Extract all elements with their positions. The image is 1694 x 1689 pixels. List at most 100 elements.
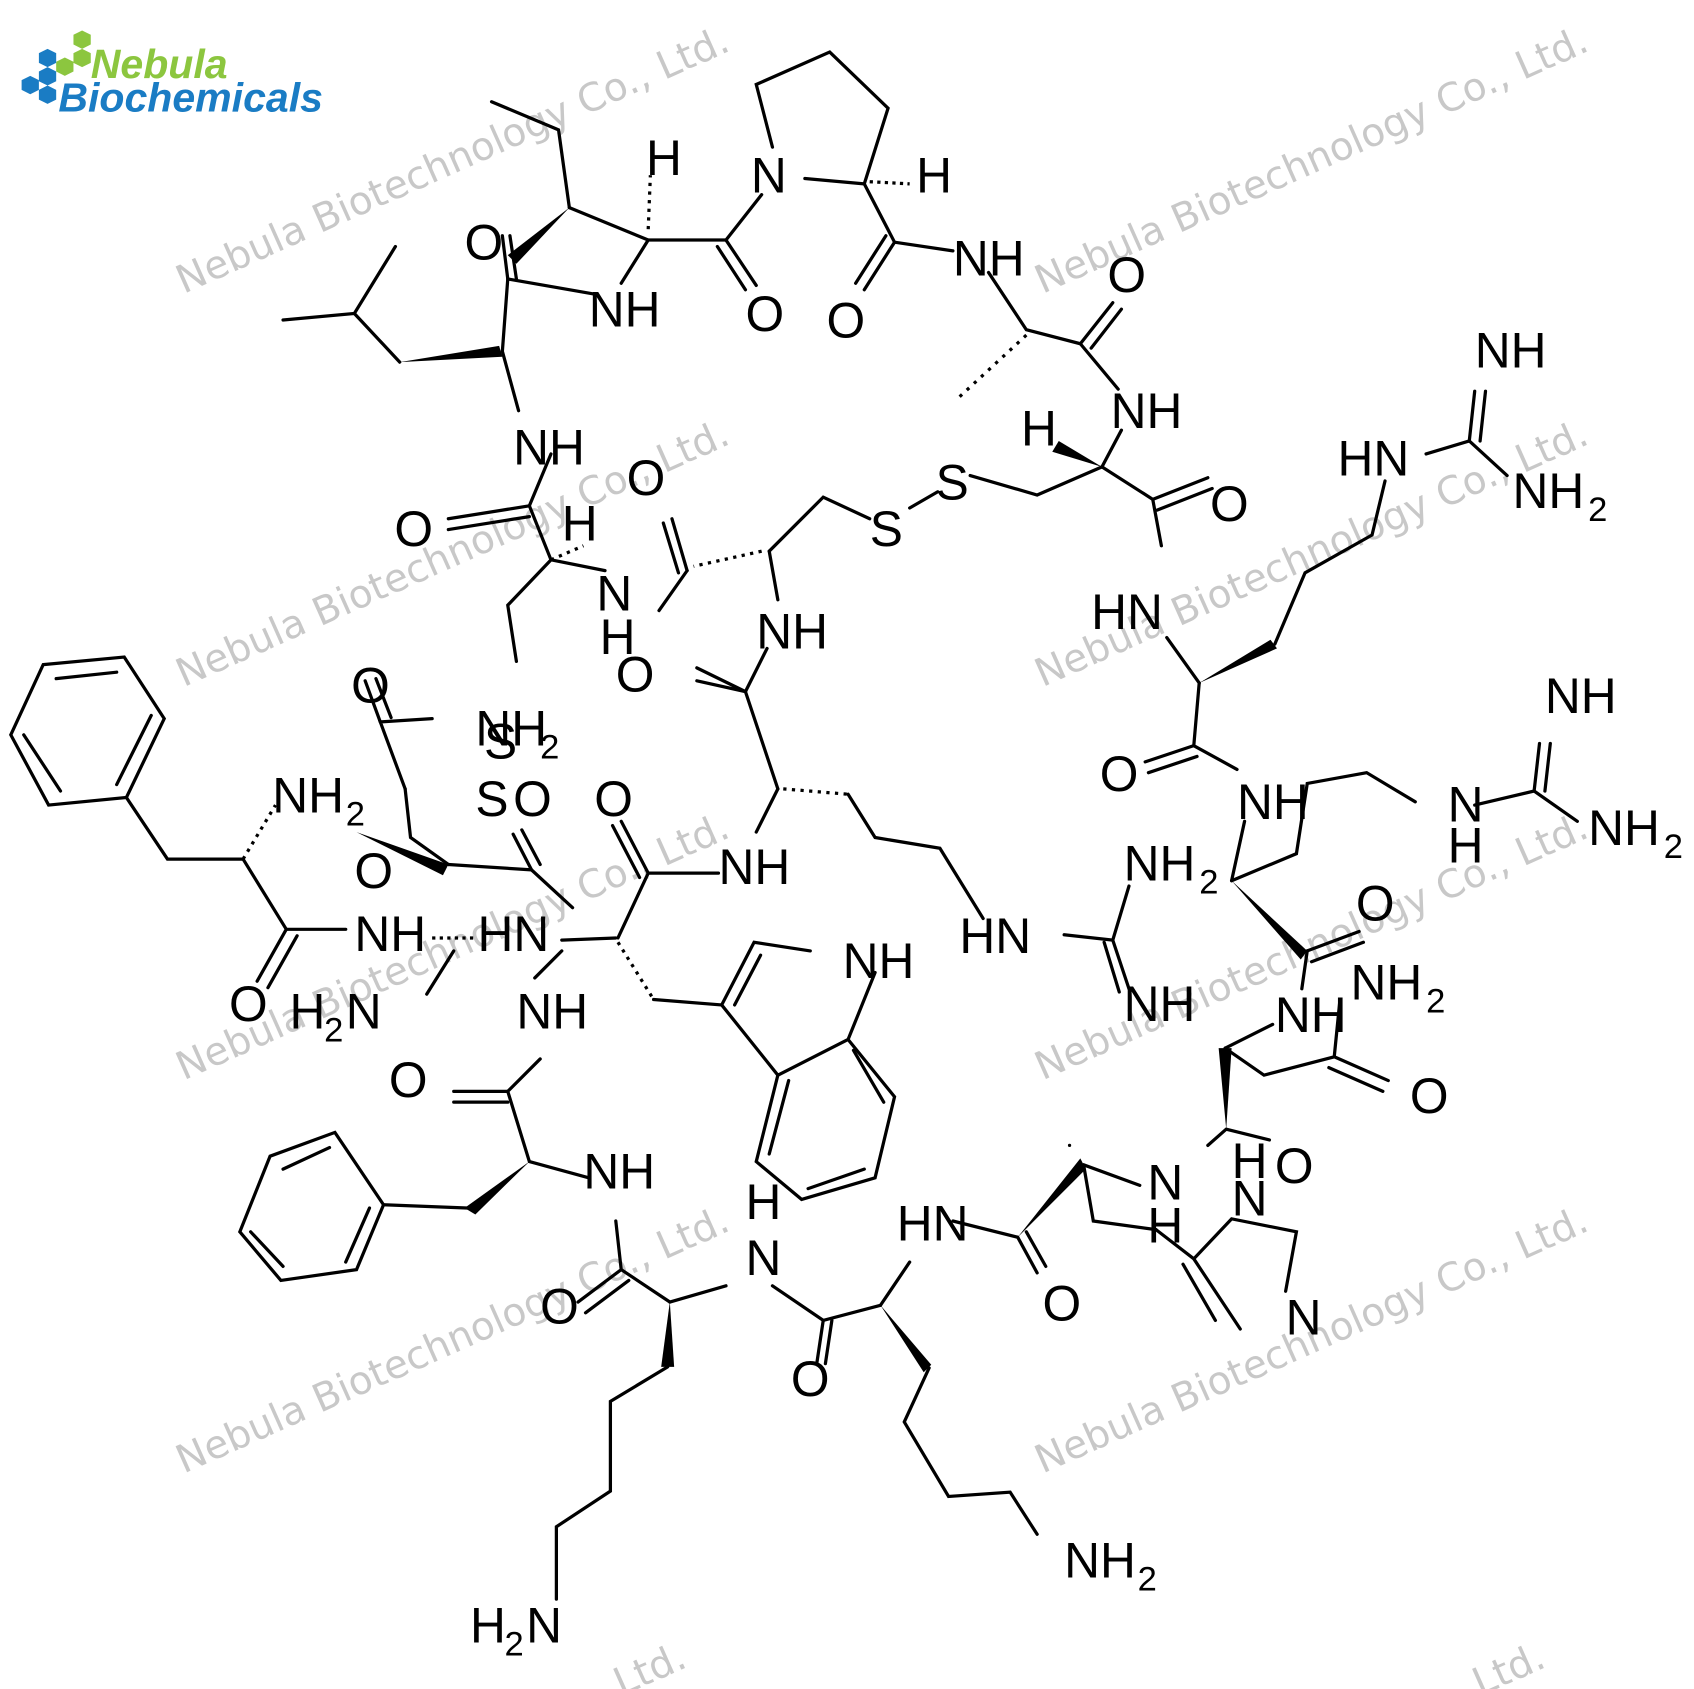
- atom-label: S: [475, 771, 508, 827]
- atom-label: O: [616, 647, 655, 703]
- atom-label: NH: [1275, 987, 1347, 1043]
- atom-label: N: [751, 148, 787, 204]
- svg-text:2: 2: [1426, 982, 1445, 1020]
- svg-text:NH: NH: [1064, 1533, 1136, 1589]
- atom-label: O: [229, 976, 268, 1032]
- svg-text:NH: NH: [1350, 955, 1422, 1011]
- svg-text:NH: NH: [475, 701, 547, 757]
- atom-label: H: [916, 148, 952, 204]
- atom-label: S: [870, 501, 903, 557]
- atom-label: N: [1232, 1171, 1268, 1227]
- svg-text:2: 2: [346, 796, 365, 834]
- svg-text:2: 2: [324, 1012, 343, 1050]
- atom-label: H: [600, 609, 636, 665]
- atom-label: H: [1232, 1133, 1268, 1189]
- svg-text:H: H: [290, 984, 326, 1040]
- atom-label: S: [936, 454, 969, 510]
- atom-label: H: [1147, 1198, 1183, 1254]
- svg-text:2: 2: [505, 1625, 524, 1663]
- atom-label: O: [354, 843, 393, 899]
- svg-text:NH: NH: [272, 768, 344, 824]
- atom-label: NH: [953, 231, 1025, 287]
- svg-text:2: 2: [540, 729, 559, 767]
- atom-label: H: [745, 1174, 781, 1230]
- atom-label: O: [394, 501, 433, 557]
- atom-label: O: [1210, 476, 1249, 532]
- atom-label: HN: [1091, 584, 1163, 640]
- watermark-text: Nebula Biotechnology Co., Ltd.: [169, 805, 735, 1090]
- svg-text:NH: NH: [1124, 836, 1196, 892]
- atom-label: NH: [516, 984, 588, 1040]
- atom-label: O: [791, 1351, 830, 1407]
- svg-text:2: 2: [1588, 491, 1607, 529]
- atom-label: NH: [1111, 383, 1183, 439]
- atom-label: HN: [1337, 431, 1409, 487]
- atom-label: NH: [583, 1144, 655, 1200]
- atom-label: NH: [1475, 323, 1547, 379]
- atom-label: HN: [959, 908, 1031, 964]
- svg-text:2: 2: [1664, 828, 1683, 866]
- svg-text:H: H: [470, 1597, 506, 1653]
- atom-label: NH: [843, 933, 915, 989]
- atom-label: HN: [478, 906, 550, 962]
- watermark-text: Nebula Biotechnology Co., Ltd.: [169, 1198, 735, 1483]
- atom-label: NH: [756, 603, 828, 659]
- svg-text:2: 2: [1138, 1560, 1157, 1598]
- watermark-fragment: Ltd.: [607, 1634, 693, 1689]
- atom-label: O: [1043, 1275, 1082, 1331]
- atom-label: O: [465, 214, 504, 270]
- atom-label: H: [646, 130, 682, 186]
- atom-label: O: [1356, 876, 1395, 932]
- atom-label: O: [594, 771, 633, 827]
- atom-label: NH: [513, 420, 585, 476]
- atom-label: N: [1147, 1154, 1183, 1210]
- atom-label: N: [1286, 1289, 1322, 1345]
- atom-label: N: [1448, 776, 1484, 832]
- atom-label: NH: [1545, 668, 1617, 724]
- logo-text-nebula: Nebula: [91, 41, 228, 87]
- atom-labels: H O N H NH O O NH O NH H O S S NH O O H …: [229, 130, 1683, 1663]
- atom-label: O: [513, 771, 552, 827]
- hexagon-cluster-icon: [21, 30, 91, 104]
- atom-label: O: [745, 286, 784, 342]
- watermark-fragment: Ltd.: [1466, 1634, 1552, 1689]
- atom-label: S: [484, 714, 517, 770]
- svg-text:NH: NH: [1588, 800, 1660, 856]
- atom-label: NH: [1124, 976, 1196, 1032]
- atom-label: O: [540, 1279, 579, 1335]
- logo: Nebula Biochemicals: [21, 30, 323, 120]
- atom-label: O: [1107, 247, 1146, 303]
- atom-label: H: [562, 495, 598, 551]
- atom-label: NH: [589, 281, 661, 337]
- atom-label: NH: [1237, 774, 1309, 830]
- atom-label: O: [1100, 746, 1139, 802]
- atom-label: O: [1275, 1138, 1314, 1194]
- watermark-text: Nebula Biotechnology Co., Ltd.: [1028, 411, 1594, 696]
- atom-label: O: [389, 1052, 428, 1108]
- atom-label: H: [1448, 817, 1484, 873]
- watermark-text: Nebula Biotechnology Co., Ltd.: [1028, 805, 1594, 1090]
- atom-label: N: [745, 1230, 781, 1286]
- svg-text:NH: NH: [1513, 463, 1585, 519]
- logo-text-biochemicals: Biochemicals: [58, 74, 323, 120]
- svg-text:N: N: [346, 984, 382, 1040]
- atom-label: N: [596, 566, 632, 622]
- svg-text:N: N: [526, 1597, 562, 1653]
- svg-text:2: 2: [1199, 864, 1218, 902]
- atom-label: NH: [718, 839, 790, 895]
- atom-label: O: [826, 292, 865, 348]
- atom-label: H: [1021, 400, 1057, 456]
- atom-label: O: [1410, 1068, 1449, 1124]
- atom-label: NH: [354, 906, 426, 962]
- atom-label: HN: [897, 1195, 969, 1251]
- atom-label: O: [351, 657, 390, 713]
